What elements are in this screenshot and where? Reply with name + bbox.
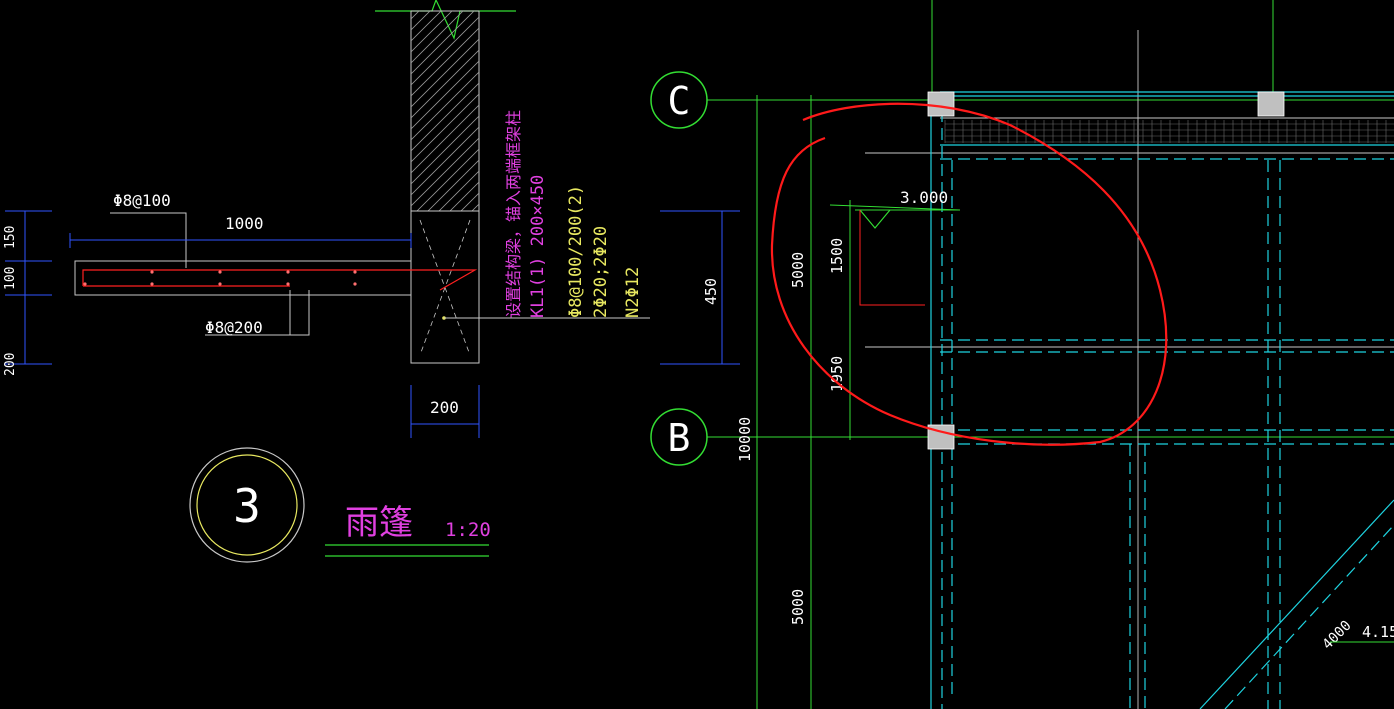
- note-beam-size: KL1(1) 200×450: [528, 175, 548, 318]
- dim-diag-4000: 4000: [1320, 618, 1355, 653]
- elevation-415: 4.15: [1362, 623, 1394, 641]
- column-markers: [927, 91, 1285, 450]
- dim-1500: 1500: [828, 238, 846, 274]
- svg-text:B: B: [668, 416, 691, 460]
- canopy-section-detail: Φ8@100 1000 Φ8@200 200 150 100 200 450 设…: [3, 0, 740, 438]
- axis-bubble-c: C: [650, 71, 708, 129]
- canopy-slab: [74, 260, 411, 296]
- dim-beam-depth: 450: [702, 278, 720, 305]
- note-side-bars: N2Φ12: [623, 267, 643, 318]
- elevation-3000: 3.000: [900, 188, 948, 207]
- dim-rebar-top: Φ8@100: [113, 191, 171, 210]
- elevation-marker: 3.000: [855, 188, 960, 229]
- dim-left-100: 100: [3, 267, 18, 290]
- dim-rebar-bottom: Φ8@200: [205, 318, 263, 337]
- canopy-outline: [859, 210, 925, 306]
- column-hatch: [410, 10, 480, 212]
- note-main-bars: 2Φ20;2Φ20: [591, 226, 611, 318]
- slab-rebar: [82, 269, 478, 291]
- svg-text:C: C: [668, 79, 691, 123]
- dim-left-200: 200: [3, 353, 18, 376]
- beam-section: [410, 210, 480, 364]
- detail-number: 3: [233, 479, 261, 533]
- dim-lower-5000: 5000: [789, 589, 807, 625]
- note-stirrup: Φ8@100/200(2): [566, 185, 586, 318]
- dim-upper-5000: 5000: [789, 252, 807, 288]
- detail-title: 雨篷: [345, 503, 413, 543]
- note-structural-beam: 设置结构梁，锚入两端框架柱: [504, 110, 523, 318]
- dim-1950: 1950: [828, 356, 846, 392]
- dim-left-150: 150: [3, 226, 18, 249]
- axis-bubble-b: B: [650, 408, 708, 466]
- dimension-lines: [5, 210, 740, 438]
- rebar-dots: [83, 270, 357, 286]
- column-break-line: [375, 0, 516, 40]
- detail-scale: 1:20: [445, 519, 491, 541]
- plan-view: C B: [650, 0, 1394, 709]
- dim-slab-length: 1000: [225, 214, 264, 233]
- detail-label: 3 雨篷 1:20: [189, 447, 491, 563]
- dim-beam-width: 200: [430, 398, 459, 417]
- markup-circle: [770, 102, 1168, 446]
- dim-10000: 10000: [736, 417, 754, 462]
